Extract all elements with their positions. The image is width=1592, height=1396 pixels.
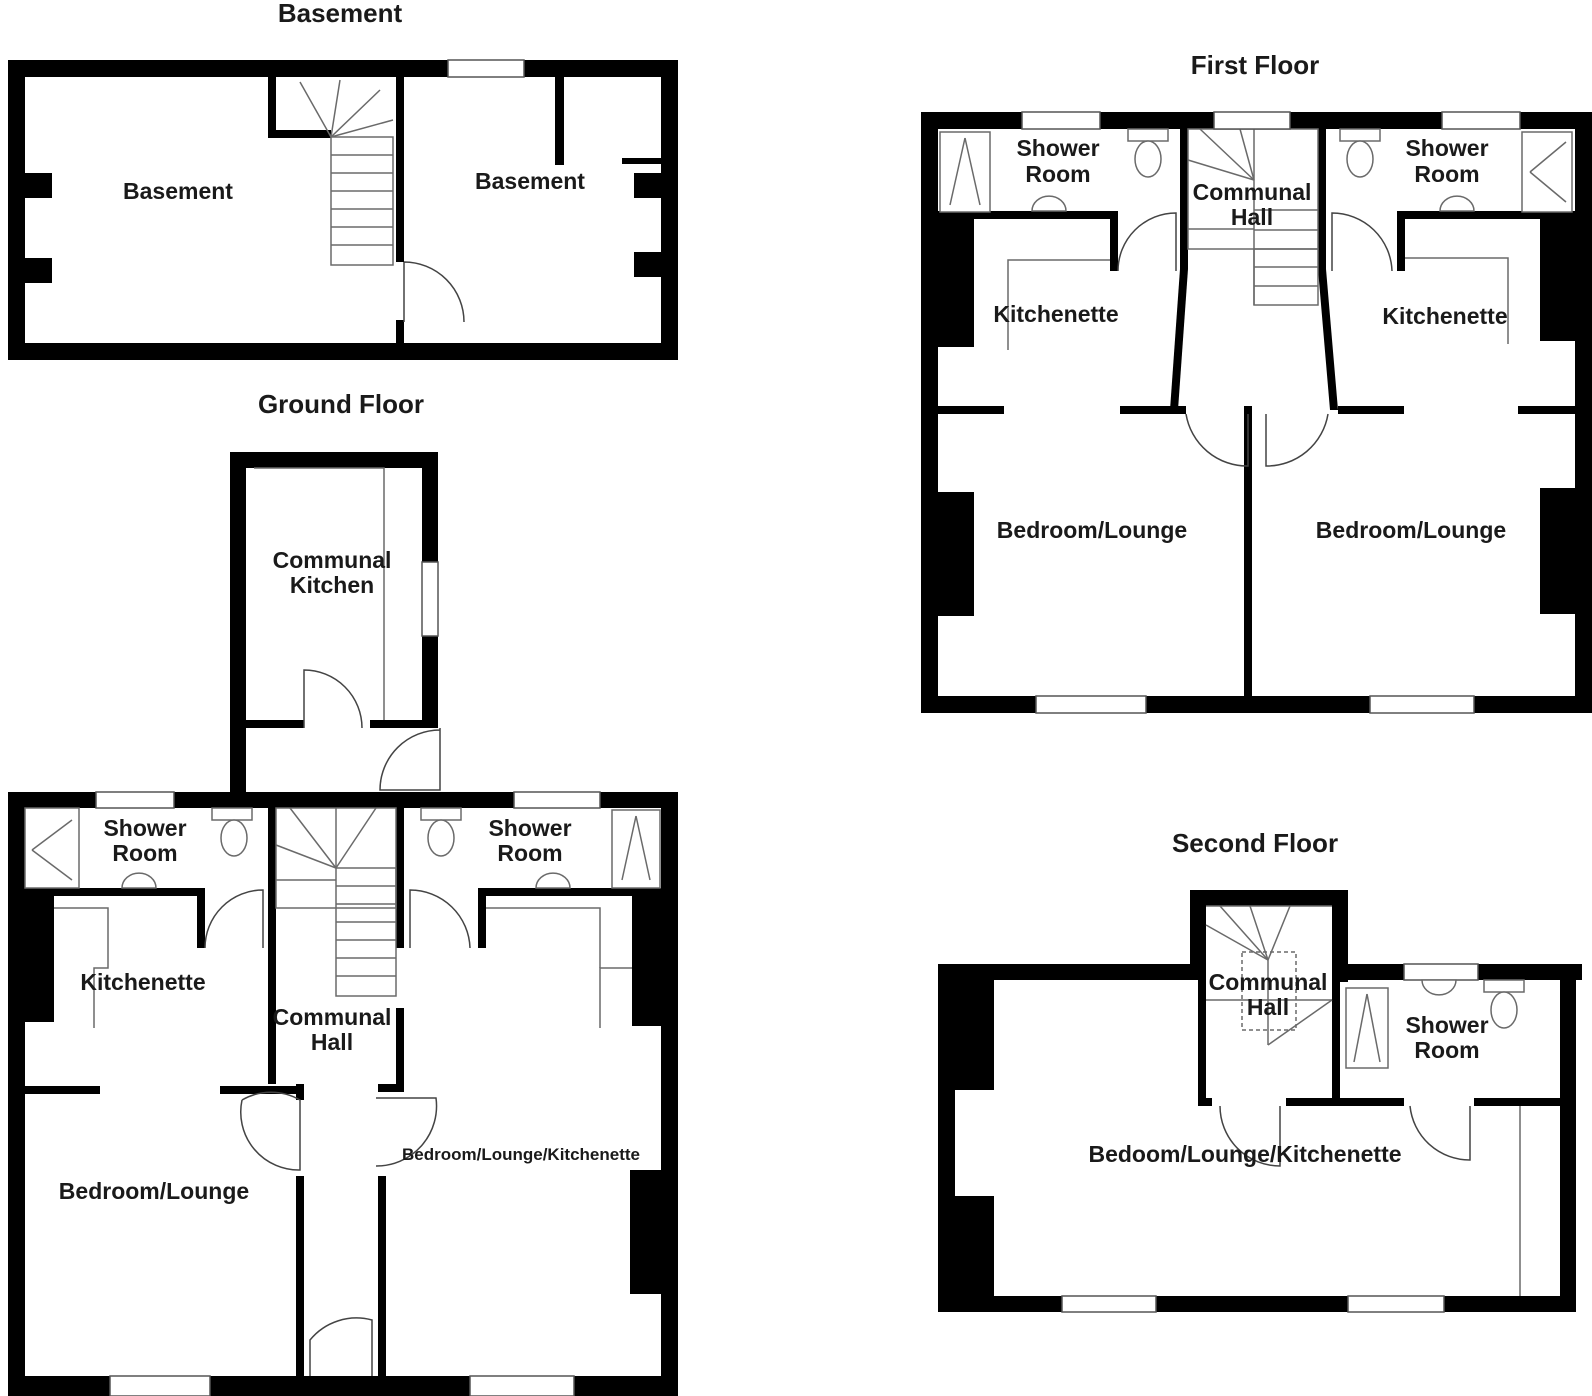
ff-kitchenette-right-label: Kitchenette [1382,303,1507,329]
first-floor-title: First Floor [1191,50,1320,80]
second-floor-plan: Second Floor [938,828,1582,1313]
sf-communal-hall-label-1: Communal [1209,969,1328,995]
second-floor-windows [1061,963,1479,1313]
gf-kitchenette-label: Kitchenette [80,969,205,995]
second-floor-title: Second Floor [1172,828,1338,858]
ground-floor-fixtures [24,467,661,1028]
basement-room-right: Basement [475,168,585,194]
second-floor-fixtures [1345,979,1525,1069]
first-floor-fixtures [939,128,1573,350]
ff-kitchenette-left-label: Kitchenette [993,301,1118,327]
ff-communal-hall-label-2: Hall [1231,204,1273,230]
first-floor-plan: First Floor [921,50,1592,714]
ground-floor-stairs [275,807,397,997]
basement-title: Basement [278,0,403,28]
sf-shower-label-1: Shower [1405,1012,1488,1038]
ground-floor-plan: Ground Floor [8,389,678,1396]
gf-shower-left-label-2: Room [112,840,177,866]
ground-floor-labels: Communal Kitchen Shower Room Shower Room… [59,547,640,1204]
communal-kitchen-label-1: Communal [273,547,392,573]
second-floor-doors [1219,1105,1521,1296]
gf-shower-right-label-1: Shower [488,815,571,841]
second-floor-walls [938,890,1582,1312]
sf-main-room-label: Bedoom/Lounge/Kitchenette [1088,1141,1401,1167]
ff-bedroom-left-label: Bedroom/Lounge [997,517,1187,543]
second-floor-labels: Communal Hall Shower Room Bedoom/Lounge/… [1088,969,1488,1167]
gf-bedroom-lounge-label: Bedroom/Lounge [59,1178,249,1204]
ff-communal-hall-label-1: Communal [1193,179,1312,205]
gf-bedroom-lounge-kitchenette-label: Bedroom/Lounge/Kitchenette [402,1145,640,1164]
basement-door [403,261,465,323]
ff-shower-left-label-1: Shower [1016,135,1099,161]
gf-shower-left-label-1: Shower [103,815,186,841]
first-floor-windows [1021,111,1521,714]
first-floor-doors [1117,212,1393,467]
gf-communal-hall-label-1: Communal [273,1004,392,1030]
basement-room-left: Basement [123,178,233,204]
ff-shower-right-label-1: Shower [1405,135,1488,161]
basement-stairs [299,79,394,266]
sf-communal-hall-label-2: Hall [1247,994,1289,1020]
ff-shower-right-label-2: Room [1414,161,1479,187]
gf-shower-right-label-2: Room [497,840,562,866]
first-floor-labels: Shower Room Shower Room Communal Hall Ki… [993,135,1507,543]
gf-communal-hall-label-2: Hall [311,1029,353,1055]
basement-window [447,59,525,78]
ground-floor-title: Ground Floor [258,389,424,419]
second-floor-stairs [1205,905,1333,1046]
first-floor-stairs [1187,128,1319,306]
basement-walls [8,60,678,360]
communal-kitchen-label-2: Kitchen [290,572,374,598]
ground-floor-doors [204,669,471,1376]
ground-floor-windows [95,561,601,1396]
ff-shower-left-label-2: Room [1025,161,1090,187]
sf-shower-label-2: Room [1414,1037,1479,1063]
ff-bedroom-right-label: Bedroom/Lounge [1316,517,1506,543]
basement-plan: Basement [8,0,678,360]
